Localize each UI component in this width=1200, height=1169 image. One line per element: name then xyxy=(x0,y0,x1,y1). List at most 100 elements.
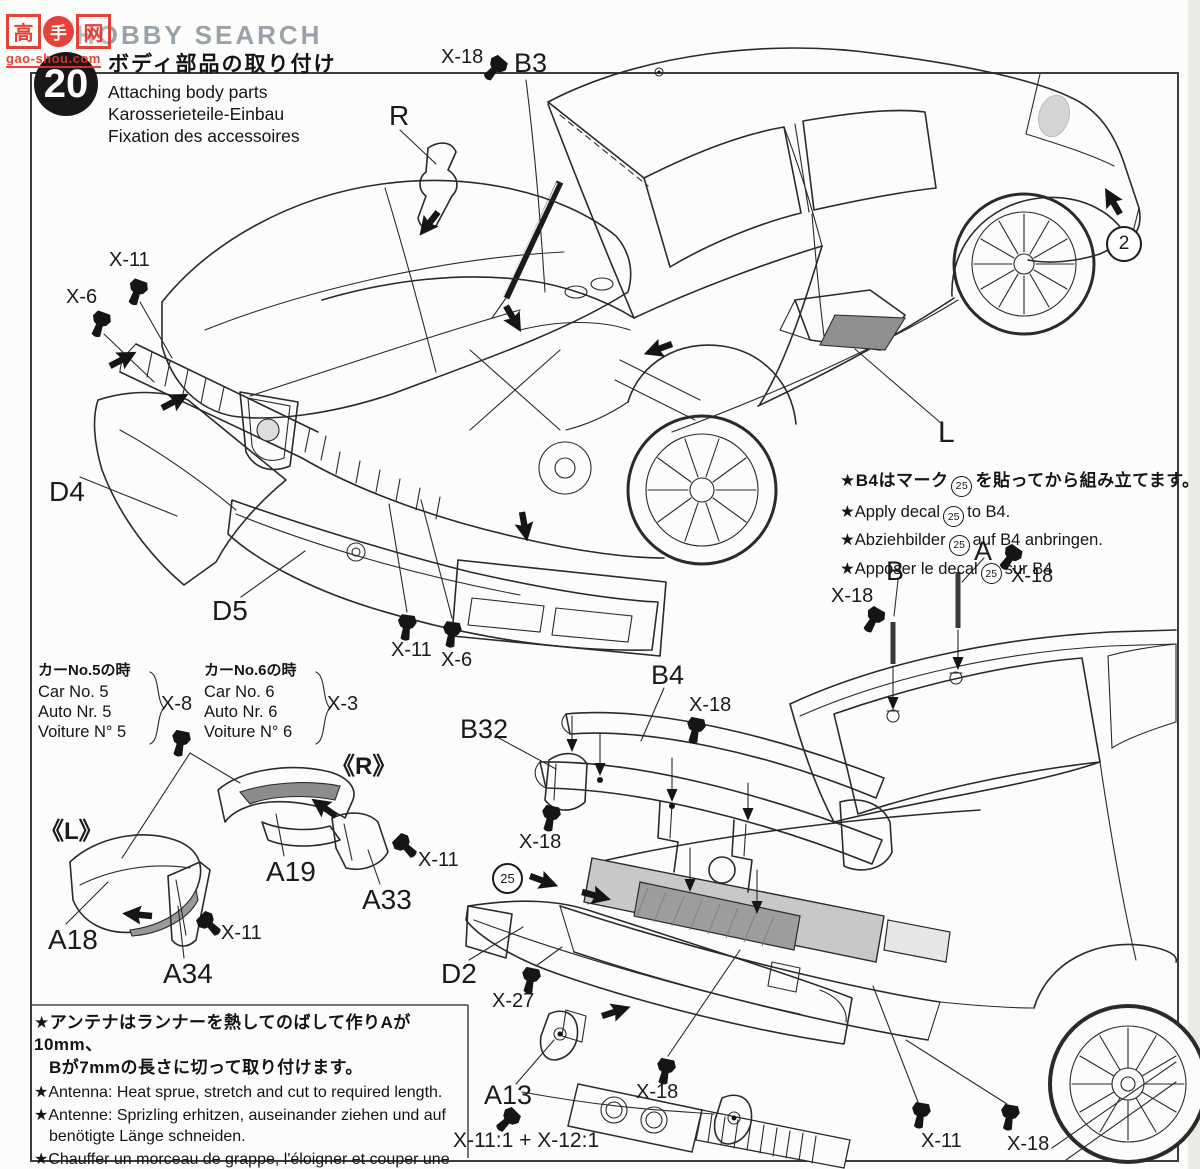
watermark: 高 手 网 gao-shou.com xyxy=(6,14,111,68)
screw-label-x18-antenna-b: X-18 xyxy=(831,585,874,607)
part-label-d2: D2 xyxy=(441,958,477,989)
antenna-note-ja2: Bが7mmの長さに切って取り付けます。 xyxy=(49,1058,363,1078)
screw-icon xyxy=(123,277,151,308)
decal-25-inline-badge: 25 xyxy=(951,475,973,497)
step-number-badge: 20 xyxy=(34,52,98,116)
step-title-ja: ボディ部品の取り付け xyxy=(108,53,337,76)
step-2-badge: 2 xyxy=(1106,226,1142,262)
arrow-icon xyxy=(887,697,899,710)
part-label-a18: A18 xyxy=(48,924,98,955)
screw-label-x3: X-3 xyxy=(327,693,359,715)
car6-de: Auto Nr. 6 xyxy=(204,702,278,721)
arrow-icon xyxy=(497,301,530,337)
car5-de: Auto Nr. 5 xyxy=(38,702,112,721)
decal-25-inline-badge: 25 xyxy=(943,506,965,527)
screw-label-x11-arch: X-11 xyxy=(921,1130,962,1152)
part-label-d4: D4 xyxy=(49,476,85,507)
front-wheel-spokes xyxy=(647,438,757,542)
top-car-illustration xyxy=(93,47,1141,657)
car5-ja: カーNo.5の時 xyxy=(38,662,131,679)
antenna-note-de1: ★Antenne: Sprizling erhitzen, auseinande… xyxy=(34,1107,446,1125)
arrow-icon xyxy=(157,385,193,417)
antenna-note-fr1: ★Chauffer un morceau de grappe, l'éloign… xyxy=(34,1150,450,1168)
screw-label-x18-wiper: X-18 xyxy=(441,46,484,68)
watermark-thumb-icon: 手 xyxy=(43,16,74,47)
part-label-b3: B3 xyxy=(514,48,548,78)
screw-label-x11-mirror-left: X-11 xyxy=(221,922,262,944)
diagram-border-frame xyxy=(30,72,1179,1162)
brace-car6 xyxy=(315,671,331,745)
rear-wheel-spokes xyxy=(973,213,1075,315)
screw-icon xyxy=(538,804,563,834)
side-mark-left: 《L》 xyxy=(40,818,103,845)
step-titles: ボディ部品の取り付け Attaching body parts Karosser… xyxy=(108,48,337,148)
screw-label-x18-b32: X-18 xyxy=(519,831,562,853)
arrow-icon xyxy=(105,343,141,375)
stripe-hatch xyxy=(635,887,775,947)
part-label-r: R xyxy=(389,100,410,131)
arrow-icon xyxy=(640,335,676,364)
arrow-icon xyxy=(526,867,562,896)
part-label-d5: D5 xyxy=(212,595,248,626)
site-header: HOBBY SEARCH xyxy=(76,20,323,50)
side-mark-right: 《R》 xyxy=(331,753,397,780)
part-label-a33: A33 xyxy=(362,884,412,915)
screw-label-x6-grille: X-6 xyxy=(66,286,98,308)
screw-icon xyxy=(858,604,888,637)
section-rules xyxy=(32,671,469,1158)
bottom-rear-wheel-spokes xyxy=(1071,1027,1185,1141)
screw-label-x8: X-8 xyxy=(161,693,193,715)
screw-label-x27: X-27 xyxy=(492,990,535,1012)
screw-label-x18-rear-center: X-18 xyxy=(636,1081,679,1103)
screw-label-x18-antenna-a: X-18 xyxy=(1011,565,1054,587)
screw-label-x6-bumper: X-6 xyxy=(441,649,473,671)
part-label-a13: A13 xyxy=(484,1080,533,1110)
screw-label-x18-wing: X-18 xyxy=(689,694,732,716)
step-title-en: Attaching body parts xyxy=(108,82,268,102)
part-label-l-mirror: L xyxy=(938,416,955,449)
arrow-icon xyxy=(666,789,678,802)
antenna-note-ja1: ★アンテナはランナーを熱してのばして作りAが10mm、 xyxy=(34,1013,411,1055)
screw-icon xyxy=(440,620,463,649)
screw-label-x11-mirror-right: X-11 xyxy=(418,849,459,871)
screw-label-x18-arch: X-18 xyxy=(1007,1133,1050,1155)
screw-icon xyxy=(478,52,511,85)
part-label-a19: A19 xyxy=(266,856,316,887)
arrow-icon xyxy=(952,657,964,670)
decal-25-inline-badge: 25 xyxy=(948,534,970,556)
arrow-icon xyxy=(566,739,578,752)
part-label-antenna-b: B xyxy=(886,556,905,586)
screw-icon xyxy=(168,729,193,759)
car5-option-box: カーNo.5の時 Car No. 5 Auto Nr. 5 Voiture N°… xyxy=(38,662,131,742)
brace-car5 xyxy=(149,671,165,745)
arrow-icon xyxy=(121,903,153,926)
grille-slats xyxy=(146,351,441,520)
arrow-icon xyxy=(594,763,606,776)
part-label-a34: A34 xyxy=(163,958,213,989)
screw-label-x11-grille: X-11 xyxy=(109,249,150,271)
arrow-icon xyxy=(1096,183,1129,219)
leader-lines xyxy=(65,79,1008,1115)
antenna-note-de2: benötigte Länge schneiden. xyxy=(49,1127,246,1145)
screw-label-x11-bumper: X-11 xyxy=(391,639,432,661)
car6-ja: カーNo.6の時 xyxy=(204,662,297,679)
screw-icon xyxy=(86,309,114,340)
watermark-char-icon: 网 xyxy=(76,14,111,49)
screw-icon xyxy=(997,1103,1021,1133)
car6-fr: Voiture N° 6 xyxy=(204,722,293,741)
screw-icon xyxy=(389,830,422,863)
part-label-antenna-a: A xyxy=(974,536,993,566)
scan-page-edge xyxy=(1188,0,1200,1169)
car6-en: Car No. 6 xyxy=(204,683,275,701)
arrow-icon xyxy=(412,206,446,242)
screw-icon xyxy=(395,613,418,642)
screw-label-combo: X-11:1 + X-12:1 xyxy=(453,1129,600,1152)
screw-icon xyxy=(908,1101,932,1131)
